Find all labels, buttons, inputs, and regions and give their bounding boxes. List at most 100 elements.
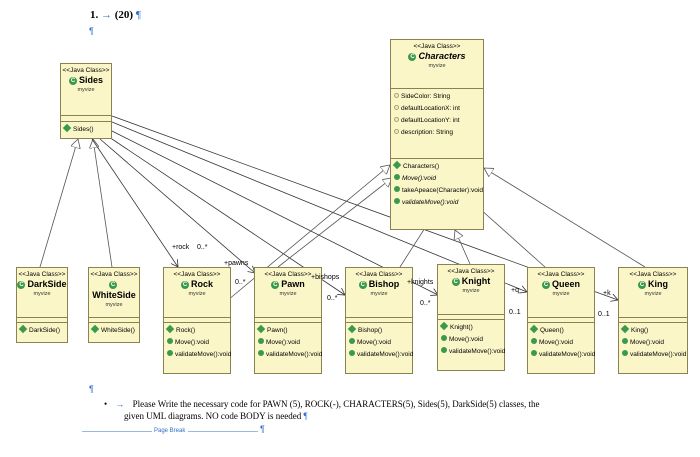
method-label: validateMove():void bbox=[449, 348, 506, 355]
assoc-sides-rock bbox=[91, 138, 178, 267]
package-label: myvize bbox=[370, 291, 388, 297]
method-label: validateMove():void bbox=[175, 351, 232, 358]
methods-section: Queen() Move():void validateMove():void bbox=[528, 323, 595, 363]
methods-section: Characters() Move():void takeApeace(Char… bbox=[391, 159, 483, 211]
field-label: description: String bbox=[401, 129, 454, 136]
constructor-icon bbox=[392, 160, 402, 170]
class-name: Knight bbox=[461, 276, 491, 286]
class-name: King bbox=[648, 279, 668, 289]
methods-section: King() Move():void validateMove():void bbox=[619, 323, 687, 363]
package-label: myvize bbox=[428, 63, 446, 69]
methods-section: WhiteSide() bbox=[89, 323, 139, 339]
pilcrow-mark: ¶ bbox=[260, 424, 265, 434]
field-icon bbox=[394, 117, 399, 122]
class-icon: C bbox=[451, 278, 460, 286]
class-icon: C bbox=[358, 281, 367, 289]
methods-section: Bishop() Move():void validateMove():void bbox=[346, 323, 414, 363]
class-icon: C bbox=[180, 281, 189, 289]
class-icon: C bbox=[17, 281, 26, 289]
package-label: myvize bbox=[105, 302, 123, 308]
package-label: myvize bbox=[279, 291, 297, 297]
method-label: Move():void bbox=[175, 339, 209, 346]
class-whiteside[interactable]: <<Java Class>> CWhiteSide myvize WhiteSi… bbox=[88, 267, 140, 343]
fields-section bbox=[528, 318, 594, 323]
instruction-line-2: given UML diagrams. NO code BODY is need… bbox=[124, 411, 308, 421]
method-label: King() bbox=[631, 327, 649, 334]
constructor-icon bbox=[256, 324, 266, 334]
method-label: Sides() bbox=[73, 126, 94, 133]
method-label: Move():void bbox=[266, 339, 300, 346]
stereotype-label: <<Java Class>> bbox=[18, 271, 66, 278]
class-icon: C bbox=[271, 281, 280, 289]
field-icon bbox=[394, 105, 399, 110]
stereotype-label: <<Java Class>> bbox=[173, 271, 221, 278]
method-label: validateMove():void bbox=[357, 351, 414, 358]
instruction-text: given UML diagrams. NO code BODY is need… bbox=[124, 411, 302, 421]
fields-section bbox=[89, 318, 139, 323]
stereotype-label: <<Java Class>> bbox=[62, 67, 110, 74]
assoc-sides-queen bbox=[111, 121, 527, 292]
assoc-role-king: +k bbox=[603, 290, 611, 297]
method-label: Move():void bbox=[449, 336, 483, 343]
inherit-pawn-characters bbox=[277, 178, 392, 268]
assoc-role-bishops: +bishops bbox=[311, 274, 340, 281]
fields-section: SideColor: String defaultLocationX: int … bbox=[391, 89, 483, 159]
pilcrow-mark: ¶ bbox=[89, 384, 94, 394]
method-icon bbox=[622, 350, 628, 356]
assoc-role-pawns: +pawns bbox=[224, 260, 249, 267]
inherit-king-characters bbox=[484, 168, 646, 268]
fields-section bbox=[438, 315, 504, 320]
pilcrow-mark: ¶ bbox=[89, 26, 94, 36]
constructor-icon bbox=[347, 324, 357, 334]
tab-arrow: → bbox=[101, 9, 112, 21]
method-label: Move():void bbox=[402, 175, 436, 182]
class-header: <<Java Class>> CWhiteSide myvize bbox=[89, 268, 139, 318]
class-icon: C bbox=[408, 53, 417, 61]
method-label: Move():void bbox=[630, 339, 664, 346]
assoc-role-rock: +rock bbox=[172, 244, 190, 251]
assoc-mult-knights: 0..* bbox=[420, 300, 431, 307]
constructor-icon bbox=[18, 324, 28, 334]
class-icon: C bbox=[68, 77, 77, 85]
method-icon bbox=[394, 174, 400, 180]
class-icon: C bbox=[109, 281, 117, 289]
method-icon bbox=[531, 338, 537, 344]
method-label: Knight() bbox=[450, 324, 473, 331]
assoc-mult-queen: 0..1 bbox=[509, 309, 521, 316]
method-label: Pawn() bbox=[267, 327, 288, 334]
method-icon bbox=[394, 198, 400, 204]
inherit-whiteside-sides bbox=[93, 139, 113, 268]
field-label: SideColor: String bbox=[401, 93, 451, 100]
class-name: Characters bbox=[418, 51, 466, 61]
methods-section: Sides() bbox=[61, 122, 111, 138]
stereotype-label: <<Java Class>> bbox=[447, 268, 495, 275]
method-icon bbox=[258, 350, 264, 356]
stereotype-label: <<Java Class>> bbox=[629, 271, 677, 278]
package-label: myvize bbox=[552, 291, 570, 297]
method-label: Move():void bbox=[357, 339, 391, 346]
stereotype-label: <<Java Class>> bbox=[264, 271, 312, 278]
assoc-mult-pawns: 0..* bbox=[235, 279, 246, 286]
stereotype-label: <<Java Class>> bbox=[413, 43, 461, 50]
inherit-knight-characters bbox=[455, 230, 471, 265]
method-icon bbox=[441, 347, 447, 353]
field-icon bbox=[394, 129, 399, 134]
method-label: Queen() bbox=[540, 327, 564, 334]
fields-section bbox=[346, 318, 412, 323]
method-label: validateMove():void bbox=[266, 351, 323, 358]
package-label: myvize bbox=[77, 87, 95, 93]
package-label: myvize bbox=[33, 291, 51, 297]
